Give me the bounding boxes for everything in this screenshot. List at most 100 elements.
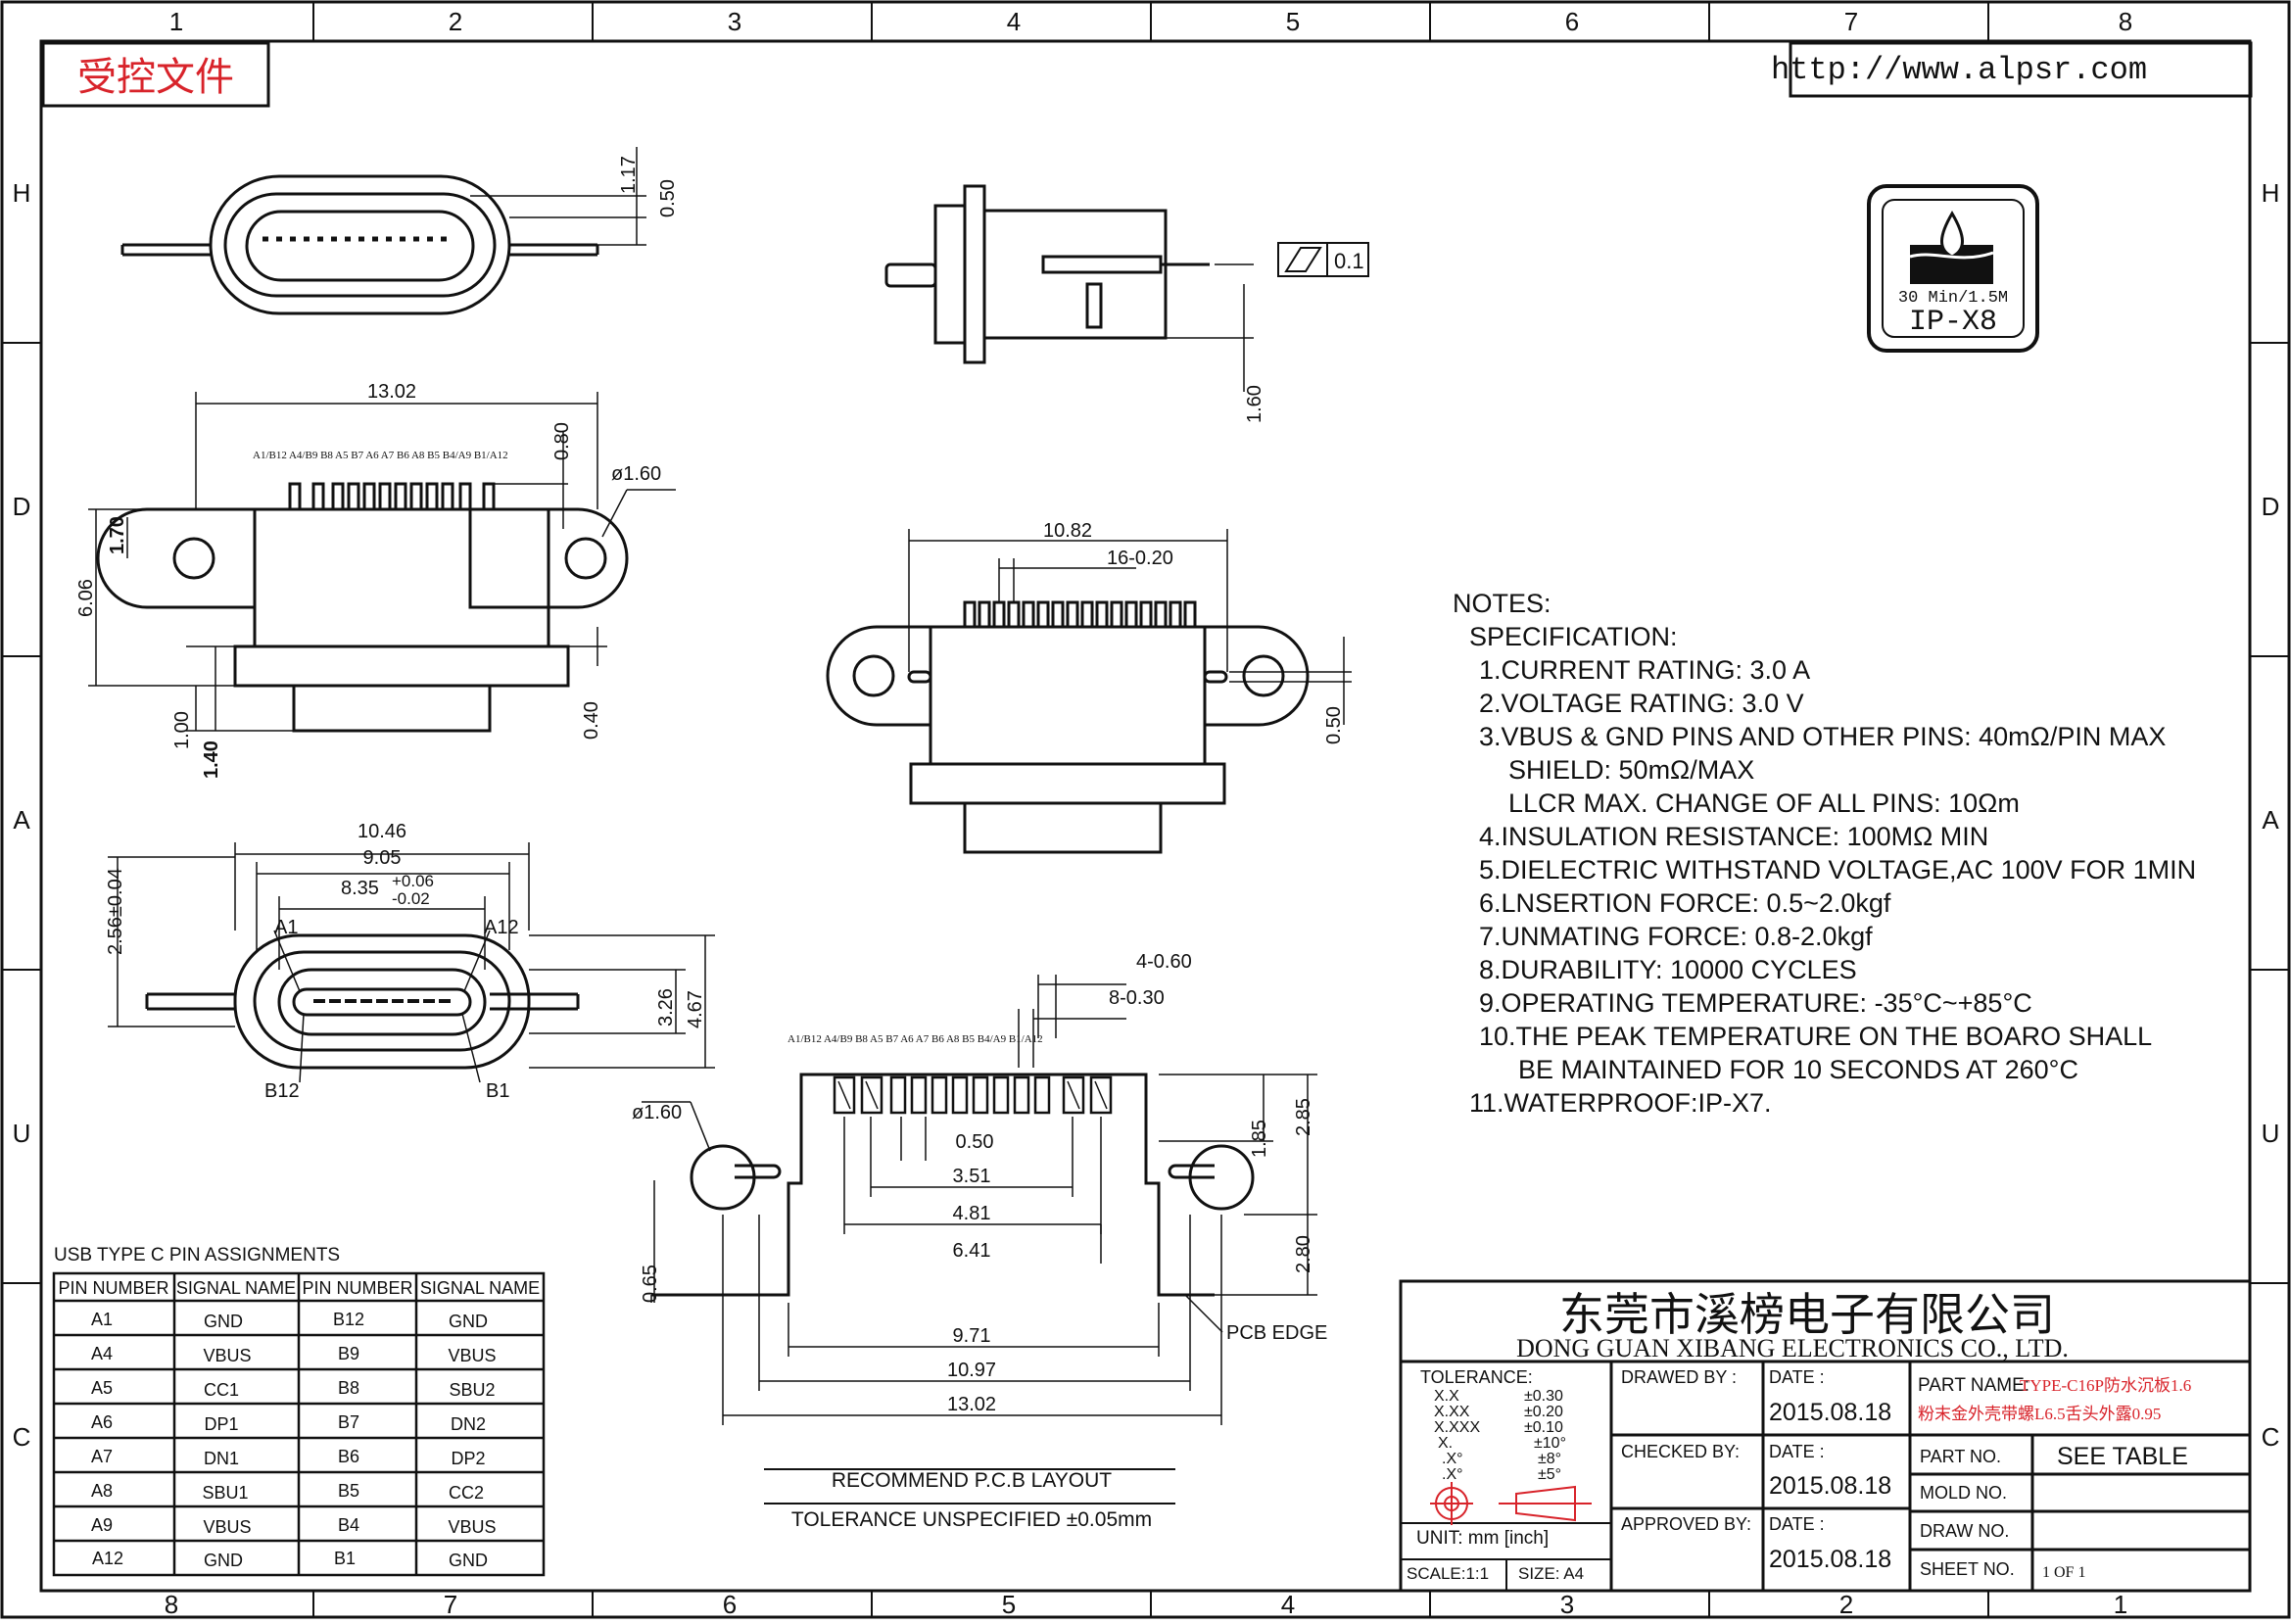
dim-label: 6.41	[953, 1240, 991, 1262]
note-item: 4.INSULATION RESISTANCE: 100MΩ MIN	[1479, 822, 1988, 851]
pin-assignment-table: USB TYPE C PIN ASSIGNMENTS PIN NUMBER SI…	[52, 1245, 546, 1577]
svg-text:CC2: CC2	[449, 1483, 484, 1503]
dim-label: 1.70	[107, 516, 128, 554]
ip-rating-badge: 30 Min/1.5M IP-X8	[1867, 184, 2039, 353]
notes-subheading: SPECIFICATION:	[1469, 622, 1678, 651]
dim-label: 10.82	[1043, 520, 1092, 542]
pcb-layout-view	[642, 975, 1317, 1505]
draw-no-label: DRAW NO.	[1920, 1521, 2009, 1541]
part-name-line1: TYPE-C16P防水沉板1.6	[2020, 1376, 2191, 1395]
dim-label: 6.06	[75, 579, 97, 617]
svg-text:.X°: .X°	[1442, 1466, 1463, 1483]
dim-label: 0.65	[640, 1265, 661, 1303]
badge-duration: 30 Min/1.5M	[1898, 289, 2008, 308]
col-label-top: 8	[2119, 7, 2132, 36]
dim-label: 10.97	[947, 1360, 996, 1381]
svg-text:SBU2: SBU2	[449, 1380, 495, 1400]
approved-date: 2015.08.18	[1769, 1546, 1891, 1573]
note-item: 9.OPERATING TEMPERATURE: -35°C~+85°C	[1479, 988, 2032, 1018]
svg-text:A4: A4	[91, 1344, 113, 1363]
svg-text:B8: B8	[338, 1378, 359, 1398]
note-item: 1.CURRENT RATING: 3.0 A	[1479, 655, 1810, 685]
dim-label: ø1.60	[632, 1102, 682, 1123]
drawn-date: 2015.08.18	[1769, 1399, 1891, 1426]
dim-label: 2.80	[1293, 1235, 1314, 1273]
svg-text:.X°: .X°	[1442, 1451, 1463, 1467]
note-item: 2.VOLTAGE RATING: 3.0 V	[1479, 689, 1804, 718]
dim-label: 10.46	[358, 821, 406, 842]
unit-label: UNIT: mm [inch]	[1416, 1528, 1549, 1549]
svg-text:B4: B4	[338, 1515, 359, 1535]
dim-label: ø1.60	[611, 463, 661, 485]
dim-label: 4.67	[685, 990, 706, 1028]
svg-text:A8: A8	[91, 1481, 113, 1501]
dim-label: 13.02	[947, 1394, 996, 1415]
col-label-top: 4	[1007, 7, 1021, 36]
part-no-label: PART NO.	[1920, 1447, 2001, 1466]
dim-label: 0.50	[1323, 706, 1345, 744]
company-name-en: DONG GUAN XIBANG ELECTRONICS CO., LTD.	[1516, 1334, 2069, 1362]
col-label-bottom: 4	[1281, 1590, 1295, 1619]
svg-text:VBUS: VBUS	[448, 1517, 496, 1537]
pin-label-row: A1/B12 A4/B9 B8 A5 B7 A6 A7 B6 A8 B5 B4/…	[788, 1033, 1043, 1045]
svg-text:X.XXX: X.XXX	[1434, 1419, 1480, 1436]
notes-heading: NOTES:	[1453, 589, 1551, 618]
note-item: 5.DIELECTRIC WITHSTAND VOLTAGE,AC 100V F…	[1479, 855, 2196, 884]
dim-label: 4-0.60	[1136, 951, 1192, 973]
pin-callout: A1	[274, 917, 298, 938]
note-item: LLCR MAX. CHANGE OF ALL PINS: 10Ωm	[1508, 788, 2020, 818]
checked-by-label: CHECKED BY:	[1621, 1442, 1740, 1461]
svg-text:DN2: DN2	[451, 1414, 486, 1434]
mating-face-dims: 10.46 9.05 8.35 +0.06 -0.02 2.56±0.04 3.…	[105, 821, 706, 1102]
top-view	[120, 147, 646, 315]
col-label-bottom: 2	[1839, 1590, 1853, 1619]
svg-text:DP2: DP2	[451, 1449, 485, 1468]
size-label: SIZE: A4	[1518, 1564, 1584, 1583]
dim-label: 0.80	[551, 422, 573, 460]
svg-text:A5: A5	[91, 1378, 113, 1398]
dim-label: 1.60	[1244, 385, 1265, 423]
pin-callout: B12	[264, 1080, 300, 1102]
scale-label: SCALE:1:1	[1407, 1564, 1489, 1583]
flatness-value: 0.1	[1334, 249, 1364, 273]
col-label-bottom: 1	[2114, 1590, 2127, 1619]
note-item: 3.VBUS & GND PINS AND OTHER PINS: 40mΩ/P…	[1479, 722, 2166, 751]
tolerance-label: TOLERANCE:	[1420, 1367, 1533, 1387]
col-label-top: 1	[169, 7, 183, 36]
row-label-right: A	[2262, 805, 2279, 835]
dim-label: 0.50	[657, 179, 679, 217]
svg-text:GND: GND	[449, 1551, 488, 1570]
table-header: SIGNAL NAME	[420, 1278, 540, 1298]
col-label-bottom: 6	[723, 1590, 737, 1619]
website-box: http://www.alpsr.com	[1771, 41, 2253, 98]
sheet-no-label: SHEET NO.	[1920, 1559, 2015, 1579]
row-label-left: H	[13, 178, 31, 208]
dim-label: 0.50	[956, 1131, 994, 1153]
dim-label: 1.85	[1249, 1120, 1270, 1158]
svg-text:A1: A1	[91, 1310, 113, 1329]
svg-text:B1: B1	[334, 1549, 356, 1568]
side-view	[884, 184, 1369, 392]
front-view-dims: 13.02 0.80 ø1.60 1.70 6.06 1.00 1.40 0.4…	[75, 381, 661, 779]
title-block: 东莞市溪榜电子有限公司 DONG GUAN XIBANG ELECTRONICS…	[1399, 1279, 2252, 1593]
note-item: 6.LNSERTION FORCE: 0.5~2.0kgf	[1479, 888, 1891, 918]
notes-block: NOTES: SPECIFICATION: 1.CURRENT RATING: …	[1453, 589, 2196, 1118]
pcb-tolerance-note: TOLERANCE UNSPECIFIED ±0.05mm	[791, 1508, 1152, 1531]
pin-table-title: USB TYPE C PIN ASSIGNMENTS	[54, 1245, 340, 1266]
drawn-by-label: DRAWED BY :	[1621, 1367, 1737, 1387]
table-header: SIGNAL NAME	[176, 1278, 296, 1298]
front-view	[88, 392, 676, 733]
part-name-label: PART NAME:	[1918, 1375, 2029, 1396]
row-label-left: C	[13, 1422, 31, 1452]
col-label-top: 6	[1565, 7, 1579, 36]
svg-text:±8°: ±8°	[1538, 1451, 1561, 1467]
controlled-document-stamp: 受控文件	[41, 41, 270, 108]
col-label-top: 5	[1286, 7, 1300, 36]
water-drop-icon	[1909, 211, 1994, 284]
